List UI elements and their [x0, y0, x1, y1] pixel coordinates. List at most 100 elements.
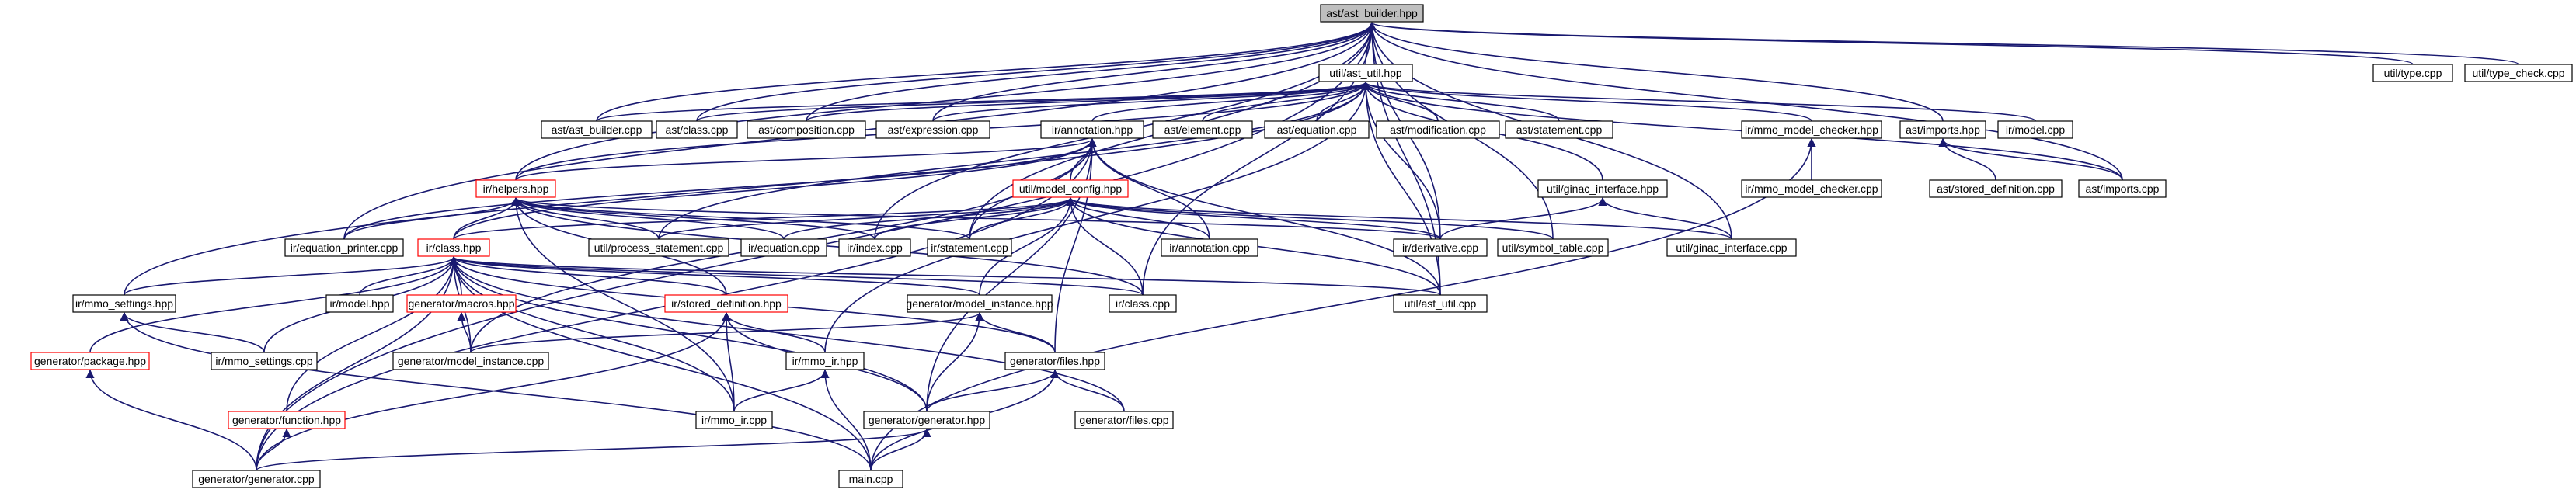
node-box: [284, 238, 404, 257]
node-ir-stored-definition-hpp[interactable]: ir/stored_definition.hpp: [664, 294, 788, 313]
node-ast-stored-definition-cpp[interactable]: ast/stored_definition.cpp: [1929, 179, 2063, 198]
node-label: generator/files.cpp: [1079, 414, 1168, 426]
node-box: [1376, 120, 1500, 139]
node-label: ir/mmo_ir.hpp: [792, 355, 858, 367]
node-generator-model-instance-hpp[interactable]: generator/model_instance.hpp: [906, 294, 1053, 313]
node-box: [1320, 4, 1424, 23]
node-label: ir/stored_definition.hpp: [671, 297, 782, 310]
node-util-ginac-interface-hpp[interactable]: util/ginac_interface.hpp: [1537, 179, 1668, 198]
node-ir-equation-printer-cpp[interactable]: ir/equation_printer.cpp: [284, 238, 404, 257]
node-box: [875, 120, 990, 139]
edge-ir-helpers-hpp-to-ast-builder-hpp: [515, 21, 1377, 181]
node-box: [1899, 120, 1986, 139]
node-util-ast-util-cpp[interactable]: util/ast_util.cpp: [1393, 294, 1488, 313]
node-ir-mmo-ir-hpp[interactable]: ir/mmo_ir.hpp: [785, 352, 865, 370]
node-ast-element-cpp[interactable]: ast/element.cpp: [1152, 120, 1253, 139]
edge-ir-mmo-ir-hpp-to-ir-stored-definition-hpp: [722, 311, 826, 353]
node-ast-modification-cpp[interactable]: ast/modification.cpp: [1376, 120, 1500, 139]
node-ast-statement-cpp[interactable]: ast/statement.cpp: [1505, 120, 1613, 139]
node-ast-composition-cpp[interactable]: ast/composition.cpp: [747, 120, 866, 139]
node-label: ir/model.cpp: [2006, 123, 2065, 136]
node-util-process-statement-cpp[interactable]: util/process_statement.cpp: [588, 238, 729, 257]
node-ir-mmo-settings-cpp[interactable]: ir/mmo_settings.cpp: [211, 352, 318, 370]
node-box: [1929, 179, 2063, 198]
edge-ir-equation-cpp-to-util-model-config-hpp: [783, 196, 1075, 240]
node-generator-generator-hpp[interactable]: generator/generator.hpp: [863, 411, 990, 429]
node-box: [1152, 120, 1253, 139]
node-label: generator/generator.hpp: [869, 414, 985, 426]
node-ast-ast-builder-cpp[interactable]: ast/ast_builder.cpp: [541, 120, 653, 139]
node-ast-imports-hpp[interactable]: ast/imports.hpp: [1899, 120, 1986, 139]
node-ast-class-cpp[interactable]: ast/class.cpp: [656, 120, 738, 139]
node-ast-imports-cpp[interactable]: ast/imports.cpp: [2078, 179, 2167, 198]
node-ir-model-hpp[interactable]: ir/model.hpp: [325, 294, 394, 313]
node-ir-mmo-settings-hpp[interactable]: ir/mmo_settings.hpp: [72, 294, 176, 313]
node-ir-statement-cpp[interactable]: ir/statement.cpp: [927, 238, 1012, 257]
node-box: [325, 294, 394, 313]
node-ir-annotation-cpp[interactable]: ir/annotation.cpp: [1161, 238, 1258, 257]
node-box: [863, 411, 990, 429]
node-ir-equation-cpp[interactable]: ir/equation.cpp: [740, 238, 827, 257]
edge-generator-model-instance-hpp-to-util-model-config-hpp: [979, 196, 1075, 296]
node-label: ir/class.cpp: [1116, 297, 1170, 310]
node-box: [1505, 120, 1613, 139]
node-ir-class-cpp[interactable]: ir/class.cpp: [1109, 294, 1177, 313]
node-generator-model-instance-cpp[interactable]: generator/model_instance.cpp: [392, 352, 549, 370]
node-ir-model-cpp[interactable]: ir/model.cpp: [1997, 120, 2073, 139]
edge-ast-class-cpp-to-ast-builder-hpp: [696, 21, 1377, 122]
node-main-cpp[interactable]: main.cpp: [838, 470, 903, 488]
node-label: generator/function.hpp: [232, 414, 341, 426]
node-box: [2464, 64, 2573, 82]
node-ir-derivative-cpp[interactable]: ir/derivative.cpp: [1393, 238, 1488, 257]
edge-ast-statement-cpp-to-util-ast-util-hpp: [1361, 81, 1560, 122]
node-ir-class-hpp[interactable]: ir/class.hpp: [417, 238, 490, 257]
edge-generator-generator-hpp-to-generator-files-hpp: [926, 369, 1060, 412]
node-ir-mmo-model-checker-cpp[interactable]: ir/mmo_model_checker.cpp: [1741, 179, 1882, 198]
edge-main-cpp-to-ir-mmo-model-checker-hpp: [870, 137, 1816, 471]
node-box: [2372, 64, 2453, 82]
node-label: generator/files.hpp: [1010, 355, 1100, 367]
edge-util-symbol-table-cpp-to-util-model-config-hpp: [1066, 196, 1554, 240]
edge-generator-generator-hpp-to-generator-model-instance-hpp: [926, 311, 984, 412]
node-label: ir/equation_printer.cpp: [291, 241, 399, 254]
node-ast-builder-hpp[interactable]: ast/ast_builder.hpp: [1320, 4, 1424, 23]
node-ir-helpers-hpp[interactable]: ir/helpers.hpp: [475, 179, 556, 198]
node-ir-mmo-ir-cpp[interactable]: ir/mmo_ir.cpp: [695, 411, 773, 429]
node-label: util/symbol_table.cpp: [1502, 241, 1604, 254]
edge-util-ast-util-cpp-to-ir-annotation-hpp: [1088, 137, 1441, 296]
node-generator-files-hpp[interactable]: generator/files.hpp: [1004, 352, 1105, 370]
node-box: [1741, 179, 1882, 198]
node-generator-generator-cpp[interactable]: generator/generator.cpp: [192, 470, 321, 488]
edge-ir-annotation-hpp-to-util-ast-util-hpp: [1091, 81, 1370, 122]
node-box: [406, 294, 517, 313]
node-util-symbol-table-cpp[interactable]: util/symbol_table.cpp: [1497, 238, 1609, 257]
node-label: generator/generator.cpp: [198, 473, 315, 485]
edge-ir-mmo-ir-cpp-to-ir-helpers-hpp: [511, 196, 735, 412]
node-util-model-config-hpp[interactable]: util/model_config.hpp: [1012, 179, 1129, 198]
edge-generator-generator-cpp-to-ir-stored-definition-hpp: [256, 311, 731, 471]
node-box: [392, 352, 549, 370]
node-label: ast/imports.cpp: [2086, 182, 2160, 195]
node-util-type-check-cpp[interactable]: util/type_check.cpp: [2464, 64, 2573, 82]
edge-util-ginac-interface-cpp-to-util-ginac-interface-hpp: [1598, 196, 1732, 240]
node-ir-index-cpp[interactable]: ir/index.cpp: [838, 238, 911, 257]
edge-util-ast-util-cpp-to-ir-class-hpp: [449, 255, 1441, 296]
node-generator-package-hpp[interactable]: generator/package.hpp: [30, 352, 150, 370]
node-box: [30, 352, 150, 370]
node-ir-annotation-hpp[interactable]: ir/annotation.hpp: [1040, 120, 1144, 139]
node-box: [1074, 411, 1174, 429]
node-ast-expression-cpp[interactable]: ast/expression.cpp: [875, 120, 990, 139]
edge-ir-mmo-ir-cpp-to-ir-class-hpp: [449, 255, 735, 412]
edge-ast-imports-cpp-to-ast-builder-hpp: [1367, 21, 2123, 181]
node-util-ast-util-hpp[interactable]: util/ast_util.hpp: [1318, 64, 1413, 82]
node-ast-equation-cpp[interactable]: ast/equation.cpp: [1264, 120, 1370, 139]
node-box: [740, 238, 827, 257]
node-ir-mmo-model-checker-hpp[interactable]: ir/mmo_model_checker.hpp: [1741, 120, 1882, 139]
node-box: [475, 179, 556, 198]
node-generator-macros-hpp[interactable]: generator/macros.hpp: [406, 294, 517, 313]
node-generator-files-cpp[interactable]: generator/files.cpp: [1074, 411, 1174, 429]
node-util-ginac-interface-cpp[interactable]: util/ginac_interface.cpp: [1666, 238, 1797, 257]
node-generator-function-hpp[interactable]: generator/function.hpp: [228, 411, 346, 429]
node-util-type-cpp[interactable]: util/type.cpp: [2372, 64, 2453, 82]
